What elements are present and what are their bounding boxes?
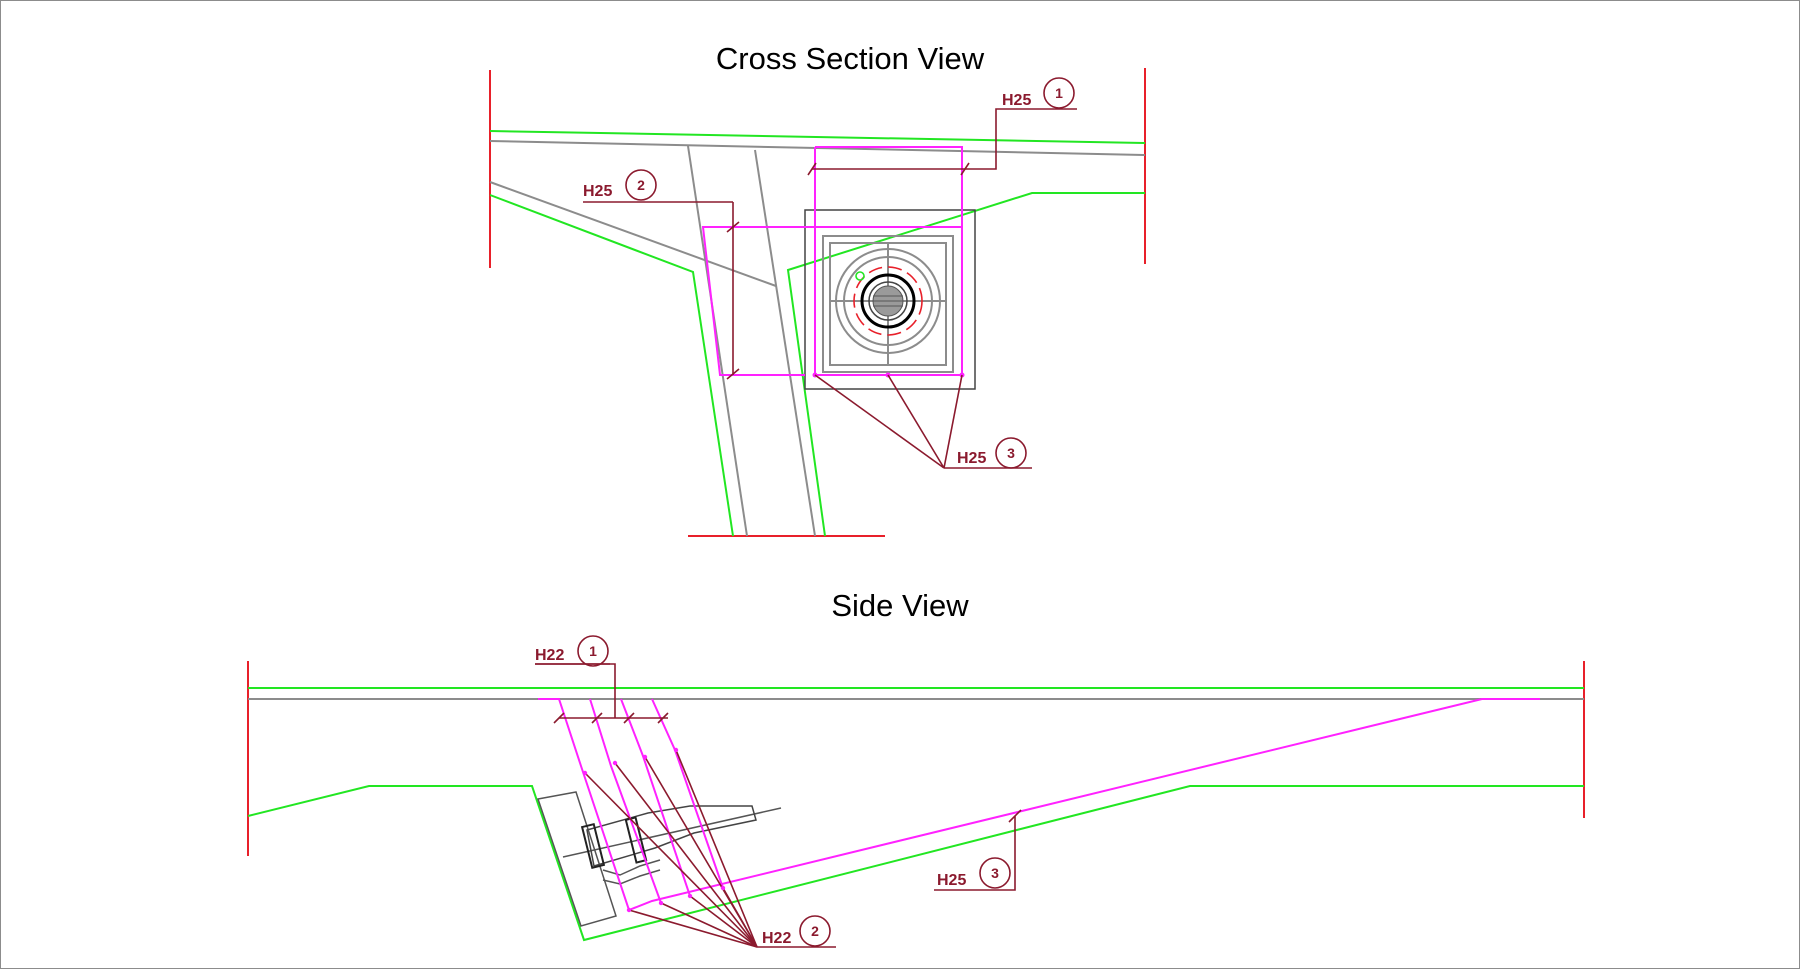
- callout-bar-label: H25: [583, 183, 612, 200]
- side-girder-outline: [247, 785, 1584, 942]
- callout-side-h25-3: H25 3: [934, 809, 1022, 891]
- side-view-title: Side View: [831, 588, 969, 623]
- cross-section-title: Cross Section View: [716, 41, 985, 76]
- callout-cs-h25-2: H25 2: [583, 169, 733, 203]
- rebar-h22-side: [538, 698, 724, 911]
- callout-bar-label: H25: [1002, 92, 1031, 109]
- callout-cs-h25-3: H25 3: [814, 374, 1032, 469]
- web-left-outline: [489, 194, 734, 537]
- anchorage-block: [804, 209, 976, 390]
- rebar-h25-2: [701, 202, 962, 380]
- callout-bar-label: H25: [957, 450, 986, 467]
- cross-section-view: Cross Section View: [489, 41, 1146, 537]
- rebar-h25-3-side: [628, 698, 1540, 911]
- callout-cs-h25-1: H25 1: [965, 77, 1077, 170]
- callout-bar-label: H25: [937, 872, 966, 889]
- callout-mark-number: 3: [991, 865, 999, 881]
- callout-mark-number: 2: [811, 923, 819, 939]
- callout-mark-number: 1: [589, 643, 597, 659]
- web-line-left: [687, 145, 748, 537]
- callout-side-h22-1: H22 1: [535, 635, 669, 724]
- callout-mark-number: 1: [1055, 85, 1063, 101]
- callout-bar-label: H22: [535, 647, 564, 664]
- callout-bar-label: H22: [762, 930, 791, 947]
- web-right-outline: [786, 192, 1145, 537]
- deck-top-outline: [489, 130, 1146, 144]
- web-line-right: [754, 149, 816, 537]
- side-anchorage-block: [537, 791, 782, 927]
- side-view: Side View: [247, 588, 1585, 948]
- haunch-line: [489, 181, 777, 287]
- callout-side-h22-2: H22 2: [582, 747, 836, 948]
- callout-mark-number: 3: [1007, 445, 1015, 461]
- callout-mark-number: 2: [637, 177, 645, 193]
